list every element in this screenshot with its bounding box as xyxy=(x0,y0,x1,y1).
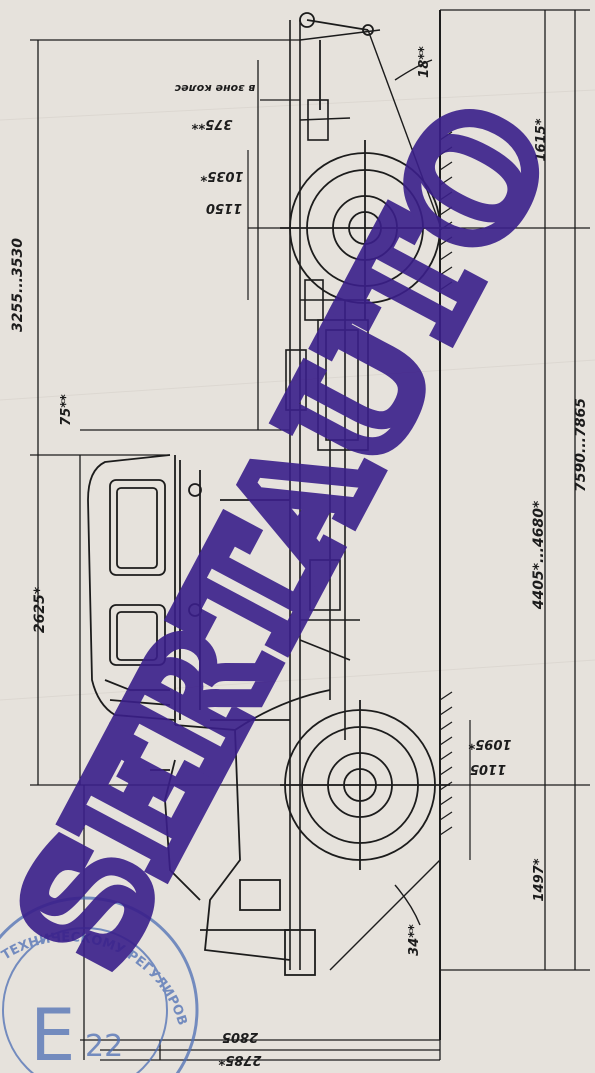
dim-zone-value: 375** xyxy=(191,116,232,131)
dim-height-range: 3255...3530 xyxy=(10,238,26,332)
dim-front-overhang: 1497* xyxy=(532,858,547,901)
dim-departure-angle: 18** xyxy=(417,46,432,78)
dim-angle-top: 75** xyxy=(59,394,74,426)
dim-wheelbase: 4405*...4680* xyxy=(531,500,547,610)
dim-rear-wheel-b: 1150 xyxy=(206,200,242,215)
dim-rear-overhang: 1615* xyxy=(534,118,549,161)
dim-width-b: 2785* xyxy=(218,1052,261,1067)
dim-rear-wheel-a: 1035* xyxy=(200,168,243,183)
departure-angle-lines xyxy=(367,29,441,226)
cab xyxy=(87,454,290,725)
stamp-number: 22 xyxy=(85,1029,123,1064)
dim-cab-height: 2625* xyxy=(32,586,48,633)
right-dimension-lines xyxy=(440,9,590,971)
dim-total-length: 7590...7865 xyxy=(573,398,589,492)
dim-approach-angle: 34** xyxy=(407,924,422,956)
dim-front-wheel-b: 1105 xyxy=(470,761,506,776)
approach-angle-lines xyxy=(329,859,441,971)
engine-hood xyxy=(150,689,331,976)
dim-front-wheel-a: 1095* xyxy=(468,736,511,751)
rear-hook xyxy=(299,12,374,110)
dim-width-a: 2805 xyxy=(222,1029,258,1044)
wheel-dimension-lines xyxy=(247,150,471,860)
ground-hatch-front xyxy=(439,691,453,836)
chassis-frame xyxy=(285,20,381,970)
paper-texture xyxy=(0,89,595,701)
dim-zone-note: в зоне колес xyxy=(174,82,255,95)
stamp-letter: E xyxy=(30,993,76,1073)
